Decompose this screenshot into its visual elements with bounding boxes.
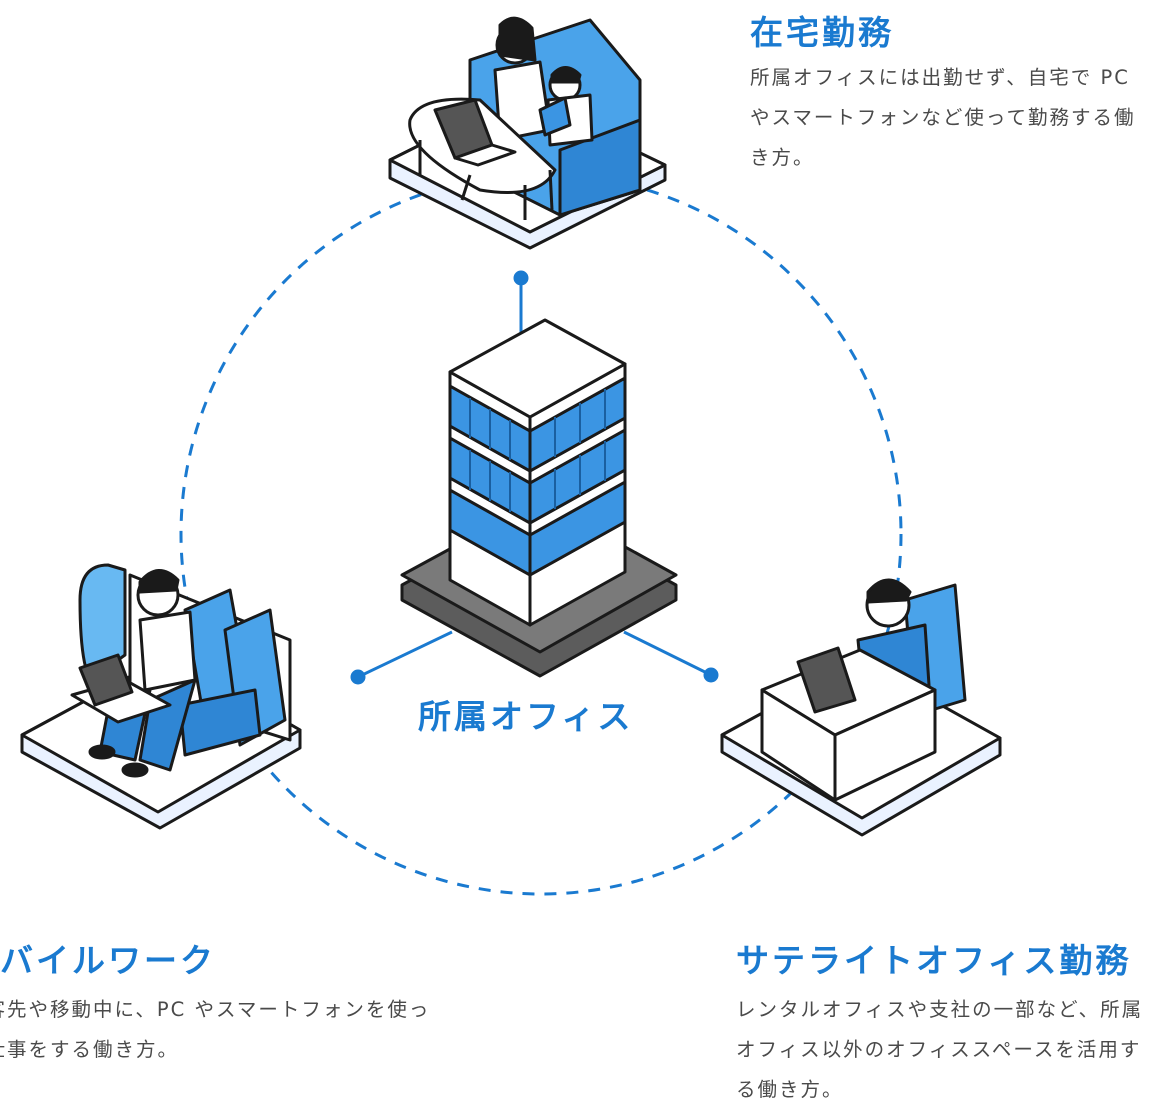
satellite-office-title: サテライトオフィス勤務 [736, 941, 1132, 980]
office-building-illustration [400, 318, 678, 678]
mobile-work-title: モバイルワーク [0, 941, 216, 980]
home-work-title: 在宅勤務 [750, 13, 894, 52]
home-work-illustration [388, 16, 667, 250]
satellite-office-description: レンタルオフィスや支社の一部など、所属オフィス以外のオフィススペースを活用する働… [736, 998, 1144, 1101]
mobile-work-description: 顧客先や移動中に、PC やスマートフォンを使って仕事をする働き方。 [0, 998, 431, 1061]
satellite-office-illustration [720, 578, 1002, 837]
mobile-work-illustration [20, 563, 302, 830]
office-connectors [350, 270, 719, 685]
home-work-description: 所属オフィスには出勤せず、自宅で PC やスマートフォンなど使って勤務する働き方… [750, 66, 1136, 169]
office-label: 所属オフィス [418, 697, 634, 736]
